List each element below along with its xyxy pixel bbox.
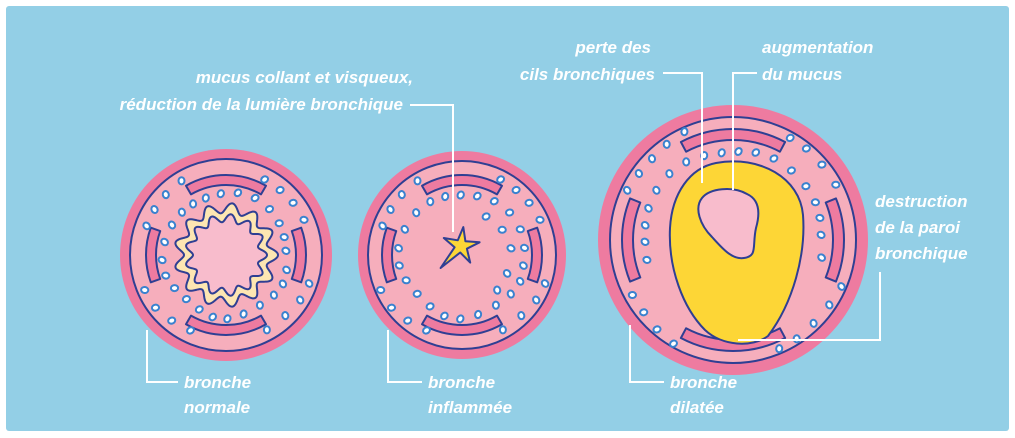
label-inflammee-line1: bronche xyxy=(428,373,495,392)
gland-dot xyxy=(152,304,160,311)
gland-dot xyxy=(525,199,533,206)
gland-dot xyxy=(202,194,209,202)
gland-dot xyxy=(493,286,501,294)
bronchus-inflamed-icon xyxy=(358,151,566,359)
label-destruction-line1: destruction xyxy=(875,192,968,211)
gland-dot xyxy=(812,199,820,205)
gland-dot xyxy=(518,311,525,319)
gland-dot xyxy=(643,256,652,264)
gland-dot xyxy=(629,292,636,298)
gland-dot xyxy=(402,277,410,284)
gland-dot xyxy=(516,226,524,233)
gland-dot xyxy=(162,190,169,198)
label-normale-line2: normale xyxy=(184,398,250,417)
gland-dot xyxy=(474,310,481,318)
gland-dot xyxy=(640,309,648,316)
gland-dot xyxy=(300,216,308,223)
gland-dot xyxy=(413,290,421,297)
gland-dot xyxy=(505,209,513,216)
gland-dot xyxy=(178,208,186,217)
gland-dot xyxy=(663,140,669,148)
gland-dot xyxy=(816,214,825,222)
gland-dot xyxy=(398,190,405,198)
label-augment-line1: augmentation xyxy=(762,38,873,57)
gland-dot xyxy=(832,182,839,188)
label-inflammee-line2: inflammée xyxy=(428,398,512,417)
gland-dot xyxy=(415,177,421,184)
label-dilatee-line1: bronche xyxy=(670,373,737,392)
gland-dot xyxy=(282,311,289,319)
gland-dot xyxy=(683,158,689,165)
gland-dot xyxy=(171,285,179,291)
gland-dot xyxy=(289,199,297,206)
gland-dot xyxy=(141,287,149,294)
gland-dot xyxy=(275,220,283,226)
gland-dot xyxy=(264,326,270,333)
gland-dot xyxy=(681,128,688,136)
bronchus-normal-icon xyxy=(120,149,332,361)
gland-dot xyxy=(810,319,818,328)
label-mucus-line1: mucus collant et visqueux, xyxy=(196,68,413,87)
label-cils-line2: cils bronchiques xyxy=(520,65,655,84)
gland-dot xyxy=(162,272,170,279)
label-normale-line1: bronche xyxy=(184,373,251,392)
label-augment-line2: du mucus xyxy=(762,65,842,84)
gland-dot xyxy=(257,301,263,309)
label-destruction-line2: de la paroi xyxy=(875,218,961,237)
gland-dot xyxy=(388,304,396,311)
gland-dot xyxy=(270,291,278,300)
gland-dot xyxy=(265,205,274,213)
gland-dot xyxy=(648,154,656,163)
gland-dot xyxy=(818,161,826,168)
label-destruction-line3: bronchique xyxy=(875,244,968,263)
gland-dot xyxy=(493,301,499,309)
gland-dot xyxy=(500,326,506,333)
gland-dot xyxy=(776,345,783,353)
gland-dot xyxy=(536,216,544,223)
gland-dot xyxy=(427,198,433,206)
gland-dot xyxy=(182,295,191,303)
gland-dot xyxy=(179,177,185,184)
gland-dot xyxy=(499,227,506,233)
gland-dot xyxy=(793,335,799,343)
label-dilatee-line2: dilatée xyxy=(670,398,724,417)
gland-dot xyxy=(441,192,448,200)
gland-dot xyxy=(190,200,196,208)
gland-dot xyxy=(280,233,288,240)
gland-dot xyxy=(240,310,247,318)
gland-dot xyxy=(666,169,674,177)
gland-dot xyxy=(802,183,810,190)
label-mucus-line2: réduction de la lumière bronchique xyxy=(120,95,403,114)
gland-dot xyxy=(377,287,385,294)
label-cils-line1: perte des xyxy=(574,38,651,57)
